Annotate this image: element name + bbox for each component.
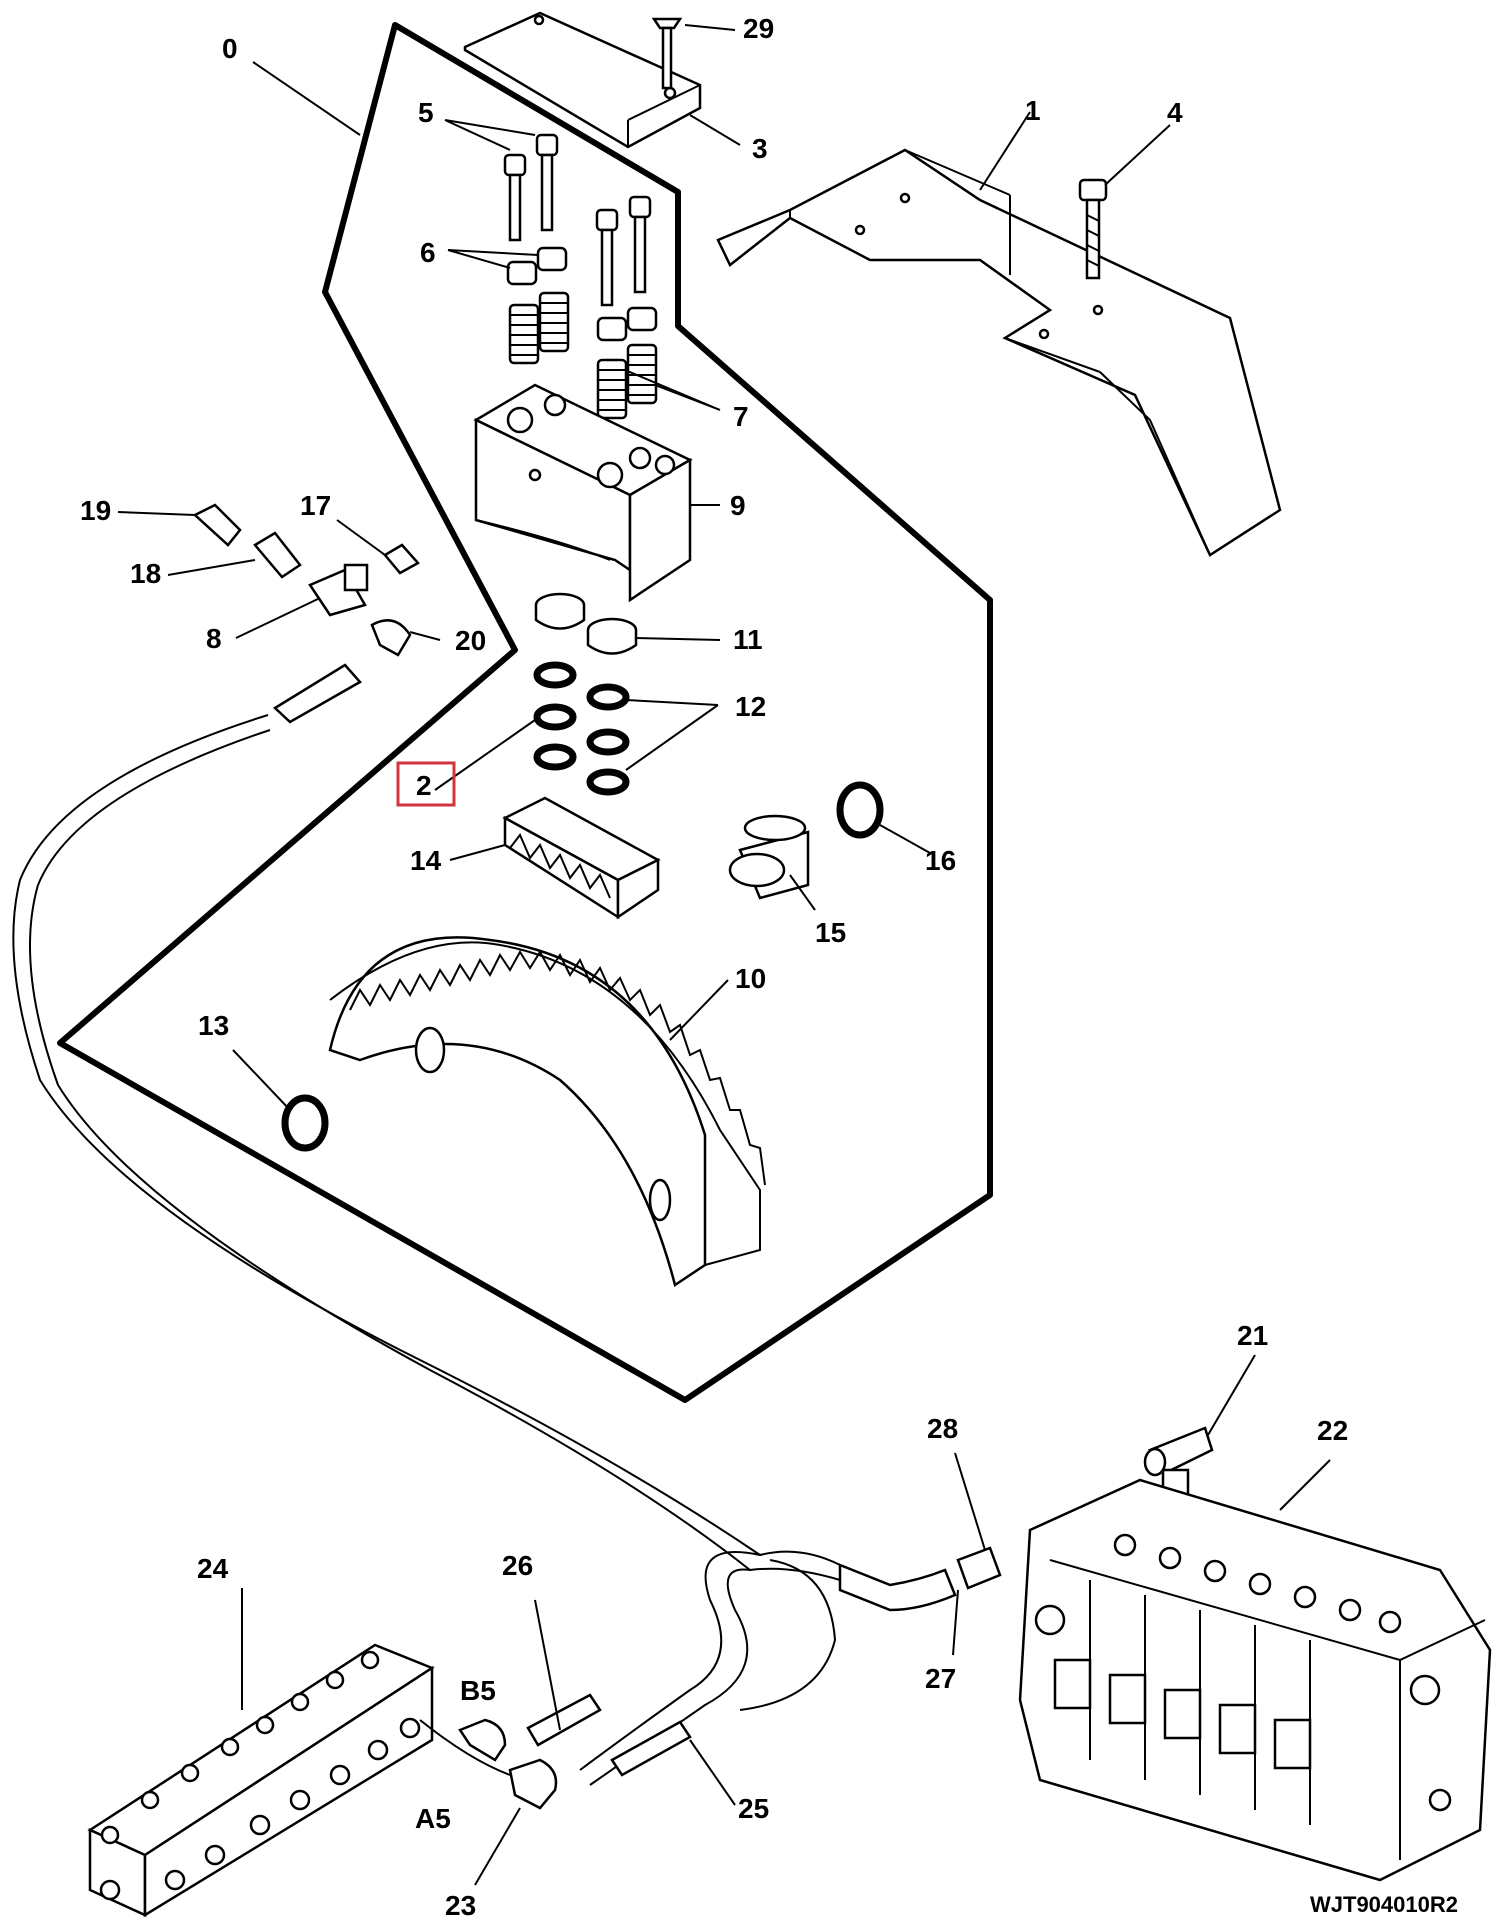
leader-lines — [117, 24, 1331, 1886]
part-tee-fitting — [308, 563, 369, 617]
callout-13: 13 — [198, 1010, 229, 1041]
part-plugs — [534, 592, 638, 655]
part-snap-ring — [836, 781, 884, 839]
drawing-code: WJT904010R2 — [1310, 1892, 1458, 1917]
callout-2: 2 — [416, 770, 432, 801]
part-elbow-27 — [838, 1563, 957, 1612]
callout-0: 0 — [222, 33, 238, 64]
callout-22: 22 — [1317, 1415, 1348, 1446]
callout-15: 15 — [815, 917, 846, 948]
part-cap-screws — [503, 133, 652, 307]
callout-17: 17 — [300, 490, 331, 521]
part-spacers — [506, 246, 658, 342]
part-breather-cap — [192, 503, 242, 547]
part-piston — [728, 814, 810, 900]
part-hose-end — [272, 663, 362, 724]
port-label-a5: A5 — [415, 1803, 451, 1834]
callout-12: 12 — [735, 691, 766, 722]
part-hose-end-26 — [526, 1693, 602, 1747]
callout-1: 1 — [1025, 95, 1041, 126]
part-adapter — [253, 531, 302, 579]
hose-assembly — [12, 714, 841, 1581]
callout-25: 25 — [738, 1793, 769, 1824]
callout-2-highlight — [396, 761, 456, 807]
callout-28: 28 — [927, 1413, 958, 1444]
callout-19: 19 — [80, 495, 111, 526]
callout-26: 26 — [502, 1550, 533, 1581]
port-label-b5: B5 — [460, 1675, 496, 1706]
part-springs — [508, 291, 658, 420]
part-guard-bracket — [716, 148, 1282, 557]
part-nipple — [383, 543, 420, 575]
callout-27: 27 — [925, 1663, 956, 1694]
callout-10: 10 — [735, 963, 766, 994]
part-elbow-b5 — [458, 1718, 507, 1762]
callout-29: 29 — [743, 13, 774, 44]
callout-7: 7 — [733, 401, 749, 432]
part-bolt — [1078, 178, 1108, 280]
callout-20: 20 — [455, 625, 486, 656]
hose-short — [419, 1719, 511, 1776]
part-elbow-23 — [508, 1758, 558, 1810]
callout-18: 18 — [130, 558, 161, 589]
part-manifold-block — [87, 1643, 435, 1918]
callout-16: 16 — [925, 845, 956, 876]
part-cover-plate — [463, 11, 702, 149]
part-gear-segment — [328, 936, 766, 1288]
part-rack — [502, 796, 661, 920]
callout-11: 11 — [733, 624, 763, 655]
callout-9: 9 — [730, 490, 746, 521]
callout-3: 3 — [752, 133, 768, 164]
callout-21: 21 — [1237, 1320, 1268, 1351]
assembly-outline — [57, 22, 993, 1403]
callout-4: 4 — [1167, 97, 1183, 128]
part-o-ring-small — [281, 1094, 329, 1152]
hose-loop — [579, 1551, 837, 1786]
part-housing-block — [473, 383, 693, 603]
part-screw — [651, 17, 683, 90]
callout-6: 6 — [420, 237, 436, 268]
part-fitting-28 — [956, 1546, 1002, 1590]
part-control-valve — [1018, 1478, 1492, 1882]
part-hose-end-25 — [610, 1720, 692, 1777]
callout-8: 8 — [206, 623, 222, 654]
part-elbow-fitting — [370, 619, 412, 657]
callout-5: 5 — [418, 97, 434, 128]
part-o-rings — [533, 661, 630, 796]
callout-14: 14 — [410, 845, 442, 876]
callout-23: 23 — [445, 1890, 476, 1920]
callout-24: 24 — [197, 1553, 229, 1584]
